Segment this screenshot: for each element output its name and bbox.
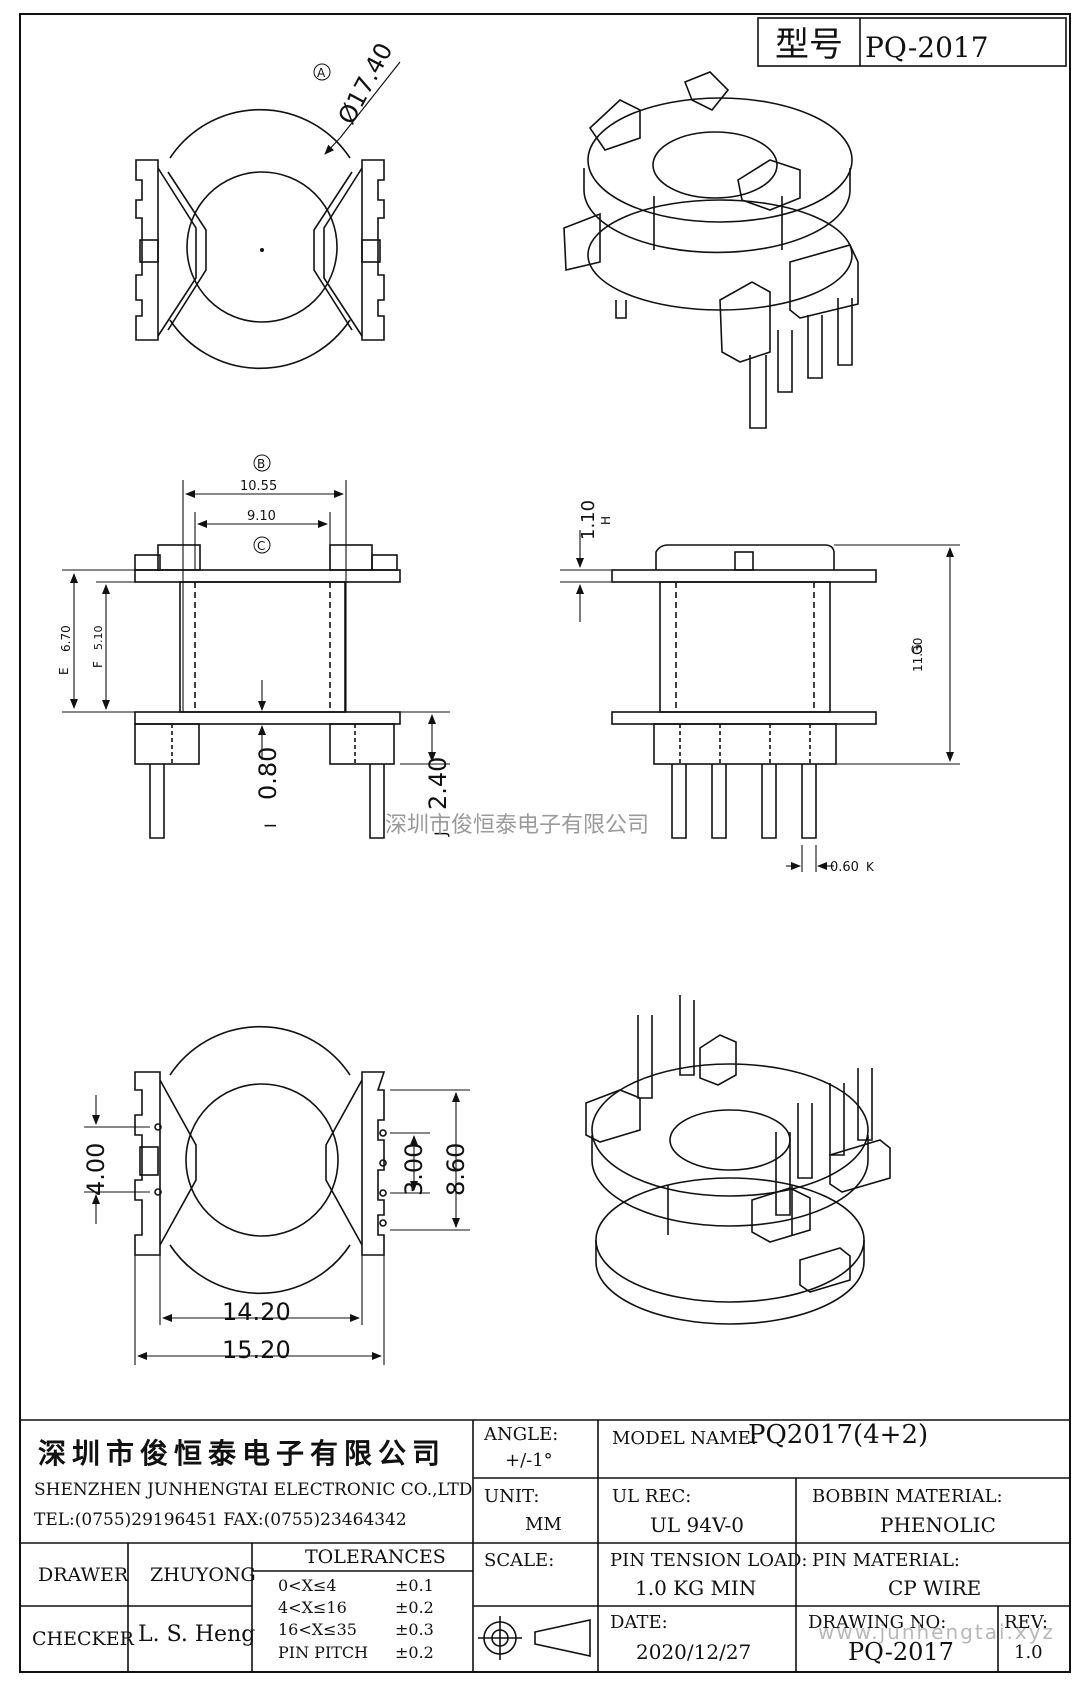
dim-width-outer: 10.55 <box>240 479 277 494</box>
pin-material-value: CP WIRE <box>888 1576 982 1600</box>
dim-height-outer-ref: E <box>57 667 71 675</box>
drawer-label: DRAWER <box>38 1564 129 1586</box>
angle-label: ANGLE: <box>484 1424 559 1445</box>
unit-value: MM <box>525 1514 562 1535</box>
header-model: PQ-2017 <box>865 31 989 64</box>
ul-rec-value: UL 94V-0 <box>650 1513 745 1537</box>
rev-value: 1.0 <box>1014 1642 1043 1663</box>
drawing-no-value: PQ-2017 <box>848 1638 954 1666</box>
front-dim-labels: B 10.55 9.10 C 6.70 E 5.10 F 0.80 I 2.40… <box>57 454 452 837</box>
dim-base-inner: 14.20 <box>222 1298 291 1326</box>
company-contact: TEL:(0755)29196451 FAX:(0755)23464342 <box>34 1510 407 1530</box>
side-dims <box>560 530 960 872</box>
side-view <box>611 544 877 839</box>
tol-value-4: ±0.2 <box>395 1643 434 1662</box>
company-name-cn: 深圳市俊恒泰电子有限公司 <box>38 1437 447 1470</box>
dim-pitch-right: 3.00 <box>400 1143 428 1196</box>
model-name-label: MODEL NAME: <box>612 1428 757 1449</box>
dim-width-inner: 9.10 <box>247 509 276 524</box>
iso-view-top <box>563 71 859 429</box>
date-label: DATE: <box>610 1612 668 1633</box>
bobbin-material-value: PHENOLIC <box>880 1513 996 1537</box>
dim-pitch-left: 4.00 <box>82 1143 110 1196</box>
title-block-grid <box>20 1419 1070 1672</box>
ul-rec-label: UL REC: <box>612 1486 692 1507</box>
tol-value-3: ±0.3 <box>395 1620 434 1639</box>
dim-dia: A Ø17.40 <box>313 38 401 155</box>
bobbin-material-label: BOBBIN MATERIAL: <box>812 1486 1003 1507</box>
bottom-dim-labels: 4.00 3.00 8.60 14.20 15.20 <box>82 1143 470 1364</box>
dim-dia-ref: A <box>317 66 326 80</box>
tol-range-4: PIN PITCH <box>278 1643 369 1662</box>
dim-total-h-ref: G <box>910 644 926 655</box>
bottom-view <box>134 1025 387 1295</box>
bottom-dims <box>84 1089 470 1365</box>
tol-range-2: 4<X≤16 <box>278 1598 347 1617</box>
site-watermark: www.junhengtai.xyz <box>818 1620 1056 1644</box>
company-watermark: 深圳市俊恒泰电子有限公司 <box>385 813 649 838</box>
model-name-value: PQ2017(4+2) <box>748 1420 929 1450</box>
dim-dia-value: Ø17.40 <box>333 38 399 128</box>
dim-flange-ref: I <box>261 823 280 828</box>
drawing-frame <box>19 13 1071 1673</box>
dim-height-inner-ref: F <box>91 661 105 668</box>
dim-total-h: 11.30 <box>911 638 925 672</box>
dim-pin-len-ref: J <box>431 831 450 837</box>
angle-value: +/-1° <box>505 1450 553 1471</box>
checker-value: L. S. Heng <box>138 1622 256 1647</box>
tol-value-1: ±0.1 <box>395 1576 434 1595</box>
drawing-no-label: DRAWING NO: <box>808 1612 947 1633</box>
tolerances-label: TOLERANCES <box>305 1546 446 1568</box>
dim-top-step: 1.10 <box>578 500 599 540</box>
header-type-label: 型号 <box>775 25 843 65</box>
dim-width-inner-ref: C <box>257 539 265 553</box>
front-dims <box>62 480 450 765</box>
date-value: 2020/12/27 <box>636 1640 752 1664</box>
tol-range-1: 0<X≤4 <box>278 1576 337 1595</box>
dim-span-right: 8.60 <box>442 1143 470 1196</box>
iso-view-bottom <box>585 995 891 1325</box>
rev-label: REV: <box>1004 1612 1048 1633</box>
dim-flange: 0.80 <box>254 747 282 800</box>
checker-label: CHECKER <box>32 1628 134 1650</box>
dim-height-inner: 5.10 <box>92 626 105 651</box>
dim-base-outer: 15.20 <box>222 1336 291 1364</box>
pin-tension-label: PIN TENSION LOAD: <box>610 1550 808 1571</box>
company-name-en: SHENZHEN JUNHENGTAI ELECTRONIC CO.,LTD <box>34 1480 473 1500</box>
tol-range-3: 16<X≤35 <box>278 1620 357 1639</box>
unit-label: UNIT: <box>484 1486 540 1507</box>
dim-height-outer: 6.70 <box>59 625 73 652</box>
side-dim-labels: 1.10 H 11.30 G 0.60 K <box>578 500 926 875</box>
dim-top-step-ref: H <box>599 516 613 525</box>
pin-material-label: PIN MATERIAL: <box>812 1550 960 1571</box>
pin-tension-value: 1.0 KG MIN <box>635 1576 757 1600</box>
dim-pin-len: 2.40 <box>424 757 452 810</box>
drawer-value: ZHUYONG <box>150 1564 256 1586</box>
dim-pin-dia: 0.60 <box>830 860 859 875</box>
scale-label: SCALE: <box>484 1550 555 1571</box>
top-view <box>135 108 385 370</box>
header-box: 型号 PQ-2017 <box>757 17 1067 67</box>
dim-width-outer-ref: B <box>257 457 265 471</box>
tol-value-2: ±0.2 <box>395 1598 434 1617</box>
dim-pin-dia-ref: K <box>866 860 875 874</box>
